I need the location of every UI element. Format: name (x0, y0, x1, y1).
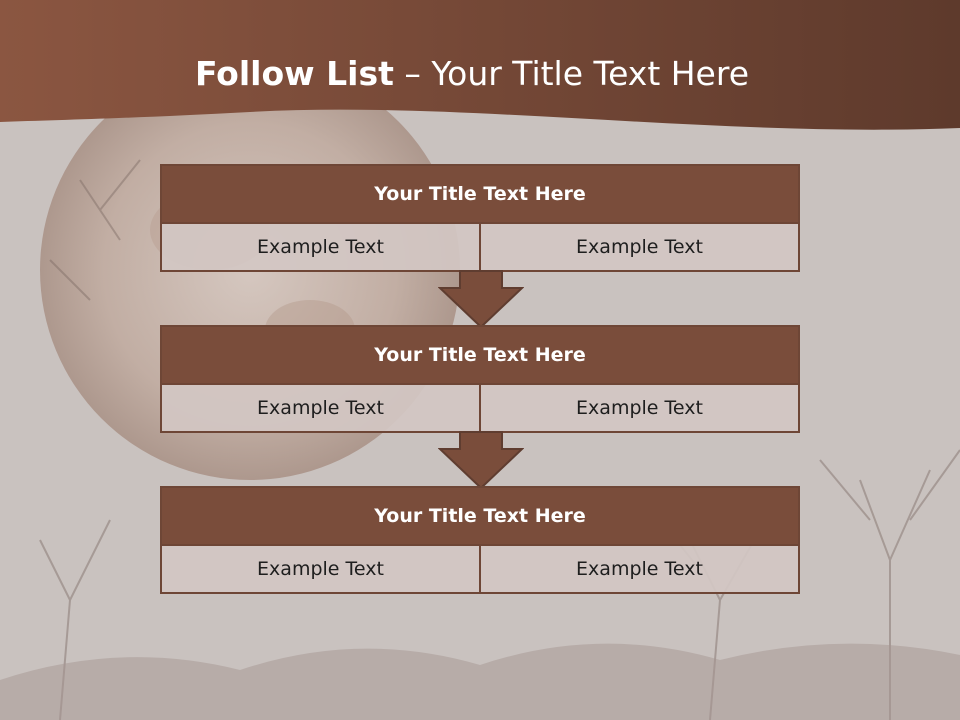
step-title: Your Title Text Here (162, 166, 798, 224)
step-cell-right: Example Text (479, 385, 798, 431)
step-cell-left: Example Text (162, 385, 479, 431)
step-row: Example Text Example Text (162, 224, 798, 270)
step-title: Your Title Text Here (162, 327, 798, 385)
title-bold-part: Follow List (194, 54, 394, 93)
step-cell-right: Example Text (479, 224, 798, 270)
step-box-3: Your Title Text Here Example Text Exampl… (160, 486, 800, 594)
step-cell-right: Example Text (479, 546, 798, 592)
step-cell-left: Example Text (162, 546, 479, 592)
step-row: Example Text Example Text (162, 385, 798, 431)
step-box-1: Your Title Text Here Example Text Exampl… (160, 164, 800, 272)
down-arrow-icon (438, 270, 524, 328)
step-cell-left: Example Text (162, 224, 479, 270)
step-row: Example Text Example Text (162, 546, 798, 592)
down-arrow-icon (438, 431, 524, 489)
slide-title: Follow List – Your Title Text Here (0, 54, 944, 93)
step-box-2: Your Title Text Here Example Text Exampl… (160, 325, 800, 433)
step-title: Your Title Text Here (162, 488, 798, 546)
title-rest-part: – Your Title Text Here (404, 54, 750, 93)
